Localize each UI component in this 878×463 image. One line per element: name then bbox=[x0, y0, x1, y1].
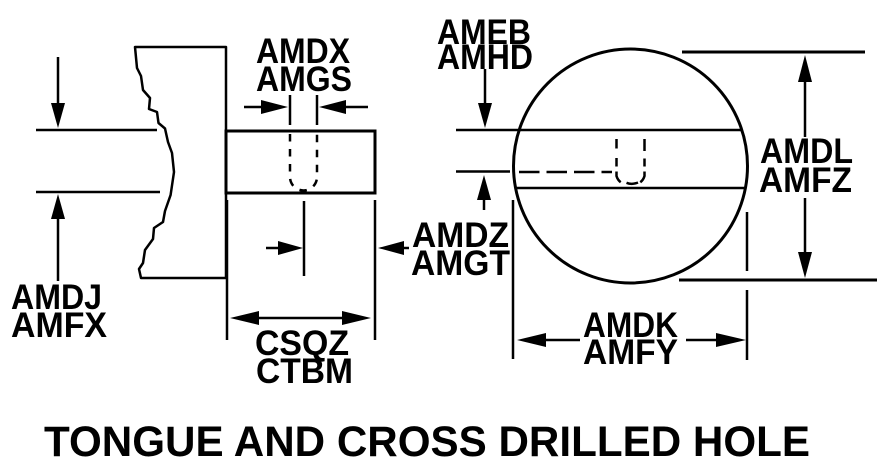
svg-text:AMDK: AMDK bbox=[583, 306, 678, 345]
svg-text:CTBM: CTBM bbox=[256, 352, 353, 391]
svg-text:AMFX: AMFX bbox=[11, 306, 108, 345]
svg-text:AMGT: AMGT bbox=[411, 244, 510, 283]
svg-text:AMDL: AMDL bbox=[760, 132, 853, 171]
svg-text:AMDJ: AMDJ bbox=[11, 278, 102, 317]
svg-text:TONGUE AND CROSS DRILLED HOLE: TONGUE AND CROSS DRILLED HOLE bbox=[44, 418, 810, 463]
svg-text:AMEB: AMEB bbox=[437, 13, 531, 52]
svg-text:AMFY: AMFY bbox=[583, 333, 678, 372]
svg-text:AMDX: AMDX bbox=[256, 32, 351, 71]
svg-text:AMHD: AMHD bbox=[437, 38, 533, 77]
svg-text:AMDZ: AMDZ bbox=[412, 216, 509, 255]
svg-text:CSQZ: CSQZ bbox=[255, 324, 349, 363]
svg-text:AMFZ: AMFZ bbox=[759, 161, 852, 200]
svg-text:AMGS: AMGS bbox=[256, 60, 352, 99]
